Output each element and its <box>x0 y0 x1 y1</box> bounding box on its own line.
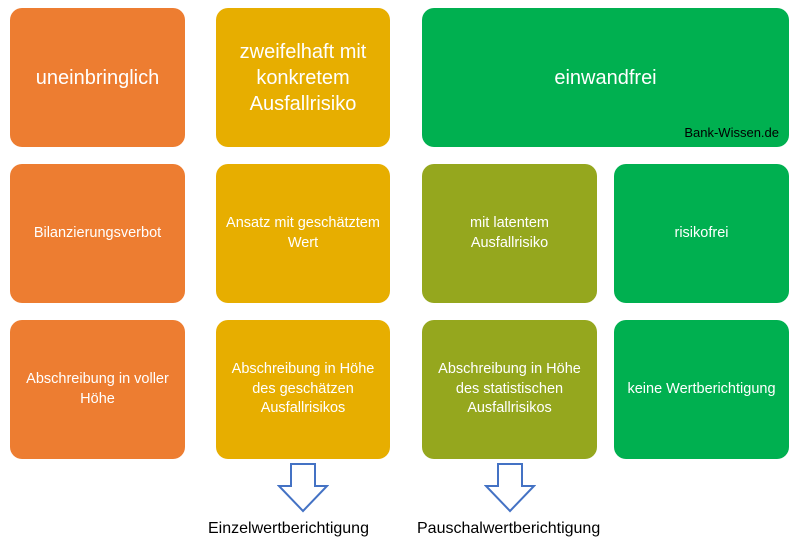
box-bilanzierungsverbot: Bilanzierungsverbot <box>10 164 185 303</box>
box-latentes-ausfallrisiko: mit latentem Ausfallrisiko <box>422 164 597 303</box>
label-einzelwertberichtigung: Einzelwertberichtigung <box>208 520 369 537</box>
header-uneinbringlich-label: uneinbringlich <box>35 66 160 89</box>
box-abschreibung-statistisch: Abschreibung in Höhe des statistischen A… <box>422 320 597 459</box>
watermark-text: Bank-Wissen.de <box>684 125 779 140</box>
box-abschreibung-voll: Abschreibung in voller Höhe <box>10 320 185 459</box>
header-zweifelhaft: zweifelhaft mit konkretem Ausfallrisiko <box>216 8 390 147</box>
header-einwandfrei-label: einwandfrei <box>554 66 657 89</box>
box-abschreibung-voll-label: Abschreibung in voller Höhe <box>26 370 169 407</box>
box-latentes-ausfallrisiko-label: mit latentem Ausfallrisiko <box>470 214 549 251</box>
box-keine-wertberichtigung-label: keine Wertberichtigung <box>627 380 776 397</box>
box-abschreibung-geschaetzt: Abschreibung in Höhe des geschätzen Ausf… <box>216 320 390 459</box>
box-ansatz-geschaetzt-label: Ansatz mit geschätztem Wert <box>226 214 380 251</box>
box-abschreibung-statistisch-label: Abschreibung in Höhe des statistischen A… <box>438 361 581 417</box>
header-zweifelhaft-label: zweifelhaft mit konkretem Ausfallrisiko <box>239 40 367 115</box>
label-pauschalwertberichtigung: Pauschalwertberichtigung <box>417 520 601 537</box>
box-keine-wertberichtigung: keine Wertberichtigung <box>614 320 789 459</box>
box-risikofrei: risikofrei <box>614 164 789 303</box>
header-einwandfrei: einwandfrei Bank-Wissen.de <box>422 8 789 147</box>
box-abschreibung-geschaetzt-label: Abschreibung in Höhe des geschätzen Ausf… <box>231 361 375 417</box>
header-uneinbringlich: uneinbringlich <box>10 8 185 147</box>
box-ansatz-geschaetzt: Ansatz mit geschätztem Wert <box>216 164 390 303</box>
box-bilanzierungsverbot-label: Bilanzierungsverbot <box>33 224 162 241</box>
arrow-down-icon-pauschal <box>484 463 536 513</box>
box-risikofrei-label: risikofrei <box>674 224 729 241</box>
arrow-down-icon-einzel <box>277 463 329 513</box>
